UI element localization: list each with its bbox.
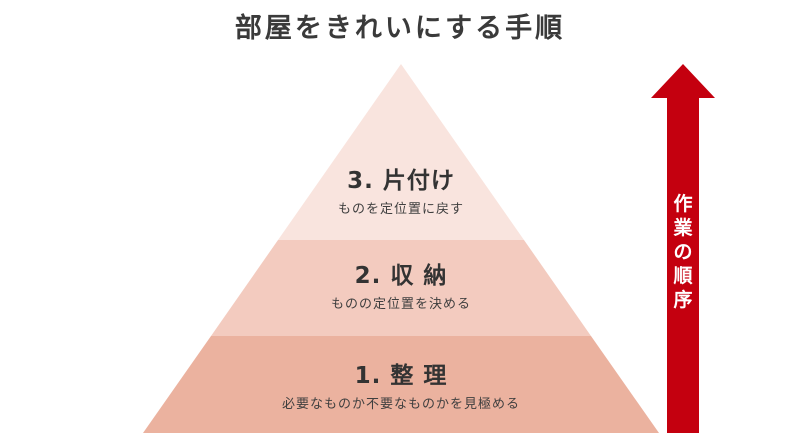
pyramid-tier-2	[211, 240, 591, 336]
arrow-label: 作 業 の 順 序	[670, 192, 696, 312]
tier-3-description: ものを定位置に戻す	[337, 202, 464, 217]
tier-3-heading: 3. 片付け	[347, 168, 455, 194]
tier-1-heading: 1. 整 理	[354, 363, 448, 389]
tier-1-label: 1. 整 理 必要なものか不要なものかを見極める	[201, 361, 601, 415]
tier-2-description: ものの定位置を決める	[330, 297, 471, 312]
arrow-label-char: 順	[673, 265, 693, 287]
arrow-label-char: 作	[673, 193, 693, 215]
tier-1-description: 必要なものか不要なものかを見極める	[281, 397, 520, 412]
pyramid-tier-3	[278, 64, 524, 240]
tier-3-label: 3. 片付け ものを定位置に戻す	[201, 166, 601, 220]
page-title: 部屋をきれいにする手順	[234, 13, 566, 44]
tier-2-label: 2. 収 納 ものの定位置を決める	[201, 261, 601, 315]
arrow-label-char: の	[673, 241, 693, 263]
arrow-label-char: 業	[673, 217, 693, 239]
arrow-label-char: 序	[673, 289, 693, 311]
order-arrow	[651, 64, 715, 433]
pyramid-tier-1	[143, 336, 659, 433]
tier-2-heading: 2. 収 納	[354, 263, 448, 289]
